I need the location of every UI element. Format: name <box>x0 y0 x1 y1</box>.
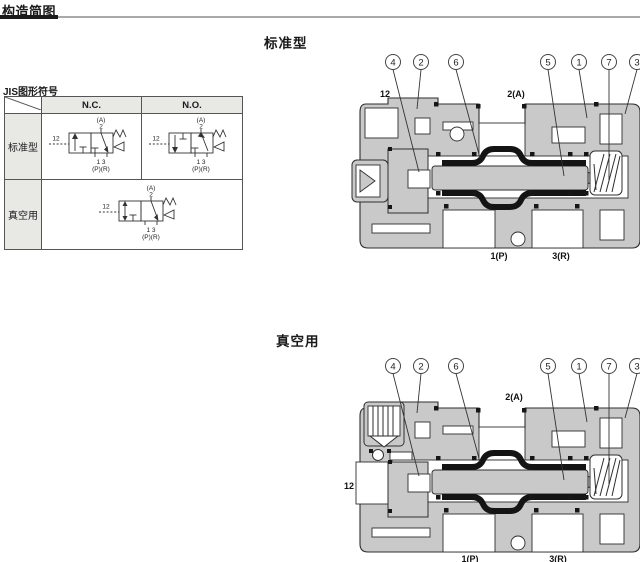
spool-seals <box>442 450 586 514</box>
flow-arrow-icon <box>71 133 78 139</box>
flow-arrow-icon <box>172 147 178 153</box>
section-heading-vacuum: 真空用 <box>276 334 320 349</box>
callout-circles: 4 2 6 5 1 7 3 <box>385 54 640 70</box>
callout-leaders <box>392 373 638 484</box>
port-a-label: 2(A) <box>507 89 525 99</box>
jis-symbol-table: N.C. N.O. 标准型 <box>4 96 243 250</box>
callout-5: 5 <box>545 58 550 69</box>
port-a-label: (A) <box>96 117 105 124</box>
check-ball <box>372 449 384 461</box>
jis-symbol-vacuum: 12 (A) 2 1 3 (P)(R) <box>99 185 177 241</box>
column-header-nc: N.C. <box>41 96 142 114</box>
row-header-standard: 标准型 <box>4 113 42 180</box>
ports-pr-label: (P)(R) <box>192 166 210 173</box>
section-heading-standard: 标准型 <box>264 36 308 51</box>
mounting-hole <box>510 535 526 551</box>
seal-dots <box>388 406 599 513</box>
port-r-cavity <box>531 513 584 553</box>
spool <box>431 469 589 495</box>
pilot-port-label: 12 <box>380 89 390 99</box>
diagonal-line <box>4 96 42 111</box>
port-2-label: 2 <box>149 192 153 199</box>
callout-4: 4 <box>390 58 395 69</box>
port-p-cavity <box>442 209 496 249</box>
spring-symbol <box>162 196 177 207</box>
standard-structure-diagram: 4 2 6 5 1 7 3 12 2(A) 1(P) 3(R) <box>351 54 640 261</box>
return-spring <box>589 454 623 500</box>
column-header-no: N.O. <box>141 96 243 114</box>
callout-2: 2 <box>418 58 423 69</box>
jis-table-caption: JIS图形符号 <box>3 87 59 98</box>
callout-3: 3 <box>634 362 639 373</box>
callout-2: 2 <box>418 362 423 373</box>
return-spring <box>589 150 623 196</box>
symbol-cell-no: 12 (A) 2 1 3 (P)(R) <box>141 113 243 180</box>
port-a-label: (A) <box>197 117 206 124</box>
callout-3: 3 <box>634 58 639 69</box>
symbol-cell-nc: 12 (A) 2 1 3 (P)(R) <box>41 113 142 180</box>
mounting-hole <box>510 231 526 247</box>
body-bore-hole <box>449 126 465 142</box>
pilot-port-label: 12 <box>344 481 354 491</box>
spool <box>431 165 589 191</box>
ports-13-label: 1 3 <box>196 159 205 166</box>
callout-6: 6 <box>453 58 458 69</box>
callout-6: 6 <box>453 362 458 373</box>
port-p-label: 1(P) <box>490 251 507 261</box>
callout-5: 5 <box>545 362 550 373</box>
ports-13-label: 1 3 <box>146 227 155 234</box>
port-r-label: 3(R) <box>549 554 567 562</box>
callout-1: 1 <box>576 58 581 69</box>
flow-arrow-icon <box>122 201 128 206</box>
port-2-label: 2 <box>199 124 203 131</box>
manual-override-plug <box>351 159 389 203</box>
port-r-label: 3(R) <box>552 251 570 261</box>
callout-4: 4 <box>390 362 395 373</box>
spring-symbol <box>112 128 126 139</box>
symbol-cell-vacuum: 12 (A) 2 1 3 (P)(R) <box>41 179 243 250</box>
pilot-label: 12 <box>152 136 160 143</box>
callout-1: 1 <box>576 362 581 373</box>
callout-leaders <box>392 69 638 180</box>
port-2-label: 2 <box>99 124 103 131</box>
seal-dots <box>388 102 599 209</box>
callout-7: 7 <box>606 58 611 69</box>
port-a-label: (A) <box>147 185 156 192</box>
ports-pr-label: (P)(R) <box>92 166 110 173</box>
vacuum-plug <box>363 401 413 461</box>
pilot-port-window <box>364 107 399 139</box>
spool-seals <box>442 146 586 210</box>
row-header-vacuum: 真空用 <box>4 179 42 250</box>
title-rule <box>0 16 640 18</box>
pilot-label: 12 <box>52 136 60 143</box>
pilot-label: 12 <box>102 204 110 211</box>
port-p-cavity <box>442 513 496 553</box>
port-r-cavity <box>531 209 584 249</box>
jis-symbol-no: 12 (A) 2 1 3 (P)(R) <box>149 117 227 173</box>
port-a-label: 2(A) <box>505 392 523 402</box>
jis-symbol-nc: 12 (A) 2 1 3 (P)(R) <box>48 117 126 173</box>
callout-7: 7 <box>606 362 611 373</box>
title-rule-accent <box>0 15 58 19</box>
port-p-label: 1(P) <box>461 554 478 562</box>
ports-pr-label: (P)(R) <box>142 234 160 241</box>
spring-symbol <box>212 128 227 139</box>
vacuum-structure-diagram: 4 2 6 5 1 7 3 12 2(A) 1(P) 3(R) <box>344 358 640 562</box>
ports-13-label: 1 3 <box>96 159 105 166</box>
table-corner-cell <box>4 96 42 114</box>
callout-circles: 4 2 6 5 1 7 3 <box>385 358 640 374</box>
